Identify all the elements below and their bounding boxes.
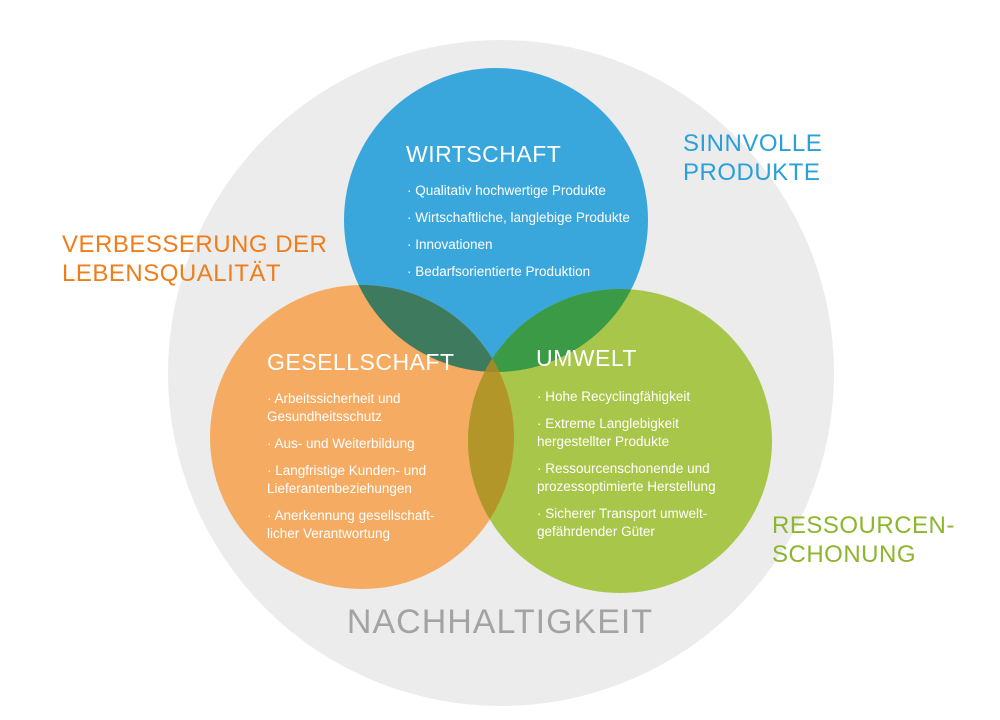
list-item: · Aus- und Weiterbildung	[267, 436, 415, 451]
list-item: · Arbeitssicherheit und Gesundheitsschut…	[267, 391, 401, 424]
label-verbesserung-lebensqualitaet: VERBESSERUNG DER LEBENSQUALITÄT	[62, 231, 328, 287]
list-item: · Ressourcenschonende und prozessoptimie…	[537, 461, 716, 494]
list-item: · Innovationen	[407, 237, 493, 252]
wirtschaft-list: · Qualitativ hochwertige Produkte · Wirt…	[407, 182, 630, 290]
gesellschaft-list: · Arbeitssicherheit und Gesundheitsschut…	[267, 390, 434, 552]
list-item: · Anerkennung gesellschaft- licher Veran…	[267, 508, 435, 541]
umwelt-title: UMWELT	[536, 345, 637, 371]
list-item: · Extreme Langlebigkeit hergestellter Pr…	[537, 416, 679, 449]
gesellschaft-title: GESELLSCHAFT	[267, 349, 455, 375]
gesellschaft-circle	[210, 285, 514, 589]
umwelt-circle	[468, 289, 772, 593]
wirtschaft-circle	[344, 68, 648, 372]
wirtschaft-title: WIRTSCHAFT	[406, 141, 562, 167]
list-item: · Sicherer Transport umwelt- gefährdende…	[537, 506, 708, 539]
umwelt-list: · Hohe Recyclingfähigkeit · Extreme Lang…	[537, 388, 716, 550]
list-item: · Langfristige Kunden- und Lieferantenbe…	[267, 463, 427, 496]
list-item: · Qualitativ hochwertige Produkte	[407, 183, 606, 198]
list-item: · Bedarfsorientierte Produktion	[407, 264, 591, 279]
label-ressourcenschonung: RESSOURCEN- SCHONUNG	[772, 512, 955, 568]
list-item: · Hohe Recyclingfähigkeit	[537, 389, 691, 404]
nachhaltigkeit-title: NACHHALTIGKEIT	[346, 603, 654, 641]
list-item: · Wirtschaftliche, langlebige Produkte	[407, 210, 630, 225]
label-sinnvolle-produkte: SINNVOLLE PRODUKTE	[683, 130, 823, 186]
